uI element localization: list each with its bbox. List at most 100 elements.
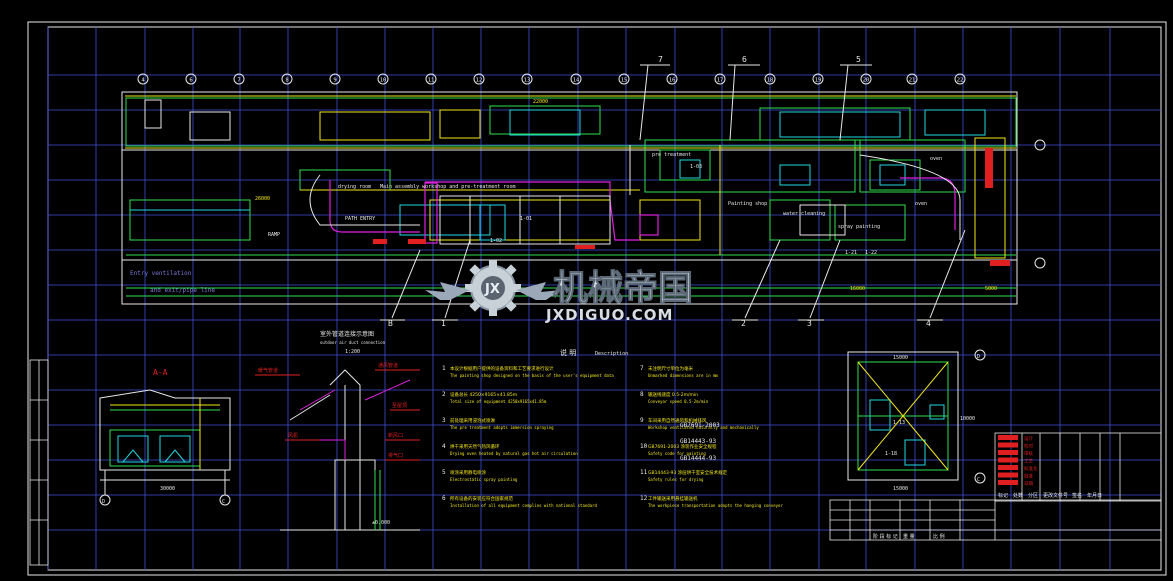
notes-heading: 说 明 <box>560 348 576 357</box>
axis-bubble <box>666 73 678 85</box>
plan-label-oven: oven <box>915 201 927 207</box>
note-text-zh: 设备总长 4250×9165×41.85m <box>450 391 517 398</box>
notes-std-3: GB14444-93 <box>680 455 717 462</box>
callout-2: 2 <box>741 319 746 328</box>
plan-dim-3: 16000 <box>850 286 865 292</box>
axis-bubble-label: 17 <box>717 78 724 84</box>
axis-bubble <box>764 73 776 85</box>
plan-label-ramp: RAMP <box>268 232 280 238</box>
section-a-a: A-A 30000 D C <box>99 368 231 506</box>
detail-label-5: 新风口 <box>388 432 403 439</box>
axis-bubble <box>954 73 966 85</box>
callout-6: 6 <box>742 55 747 64</box>
tb-row-marker <box>998 465 1018 470</box>
right-detail-axis-top: D <box>977 354 980 360</box>
tb-row-marker <box>998 435 1018 440</box>
tb-bottom-3: 比 例 <box>933 533 945 540</box>
tb-row-label: 批准 <box>1024 473 1033 480</box>
tb-bottom-1: 阶 段 标 记 <box>873 533 898 540</box>
tb-footer-3: 分区 <box>1028 492 1038 499</box>
axis-bubble <box>618 73 630 85</box>
svg-text:JX: JX <box>484 282 500 297</box>
note-text-zh: 本设计根据用户提供的设备资料和工艺要求进行设计 <box>450 365 554 372</box>
plan-label-wash-2: 1-02 <box>490 238 502 244</box>
callout-4: 4 <box>926 319 931 328</box>
note-text-en: Safety rules for drying <box>648 477 704 482</box>
right-detail-side-dim: 10000 <box>960 416 975 422</box>
note-number: 8 <box>640 391 644 398</box>
right-detail-axis-bottom: C <box>977 477 980 483</box>
axis-bubble-label: 16 <box>669 78 676 84</box>
watermark-brand: 机械帝国 <box>553 269 693 309</box>
tb-row-marker <box>998 472 1018 478</box>
tb-row-label: 标准化 <box>1024 465 1038 472</box>
plan-label-wash-3: 1-03 <box>690 164 702 170</box>
tb-row-label: 工艺 <box>1024 459 1033 465</box>
axis-bubble <box>137 73 149 85</box>
axis-bubble <box>425 73 437 85</box>
axis-bubble-label: 11 <box>428 78 435 84</box>
note-text-en: Drying oven heated by natural gas hot ai… <box>450 451 578 456</box>
tb-row-marker <box>998 450 1018 455</box>
note-number: 7 <box>640 365 644 372</box>
plan-label-entry: PATH ENTRY <box>345 216 375 222</box>
note-text-en: Total size of equipment 4250x9165x41.85m <box>450 399 547 404</box>
detail-label-1: 暖气管道 <box>258 367 278 374</box>
detail-elevation: ±0.000 <box>372 520 390 526</box>
axis-bubble <box>281 73 293 85</box>
right-detail-top-dim: 15000 <box>893 355 908 361</box>
right-detail-label-1: 1-13 <box>893 420 905 426</box>
tb-bottom-2: 重 量 <box>903 533 915 540</box>
callout-7: 7 <box>658 55 663 64</box>
section-dim: 30000 <box>160 486 175 492</box>
detail-title: 室外管道连接示意图 <box>320 330 374 338</box>
note-number: 6 <box>442 495 446 502</box>
note-number: 10 <box>640 443 648 450</box>
axis-bubble <box>906 73 918 85</box>
note-number: 5 <box>442 469 446 476</box>
detail-label-6: 至屋顶 <box>392 403 407 409</box>
note-text-en: Installation of all equipment complies w… <box>450 503 597 508</box>
note-number: 3 <box>442 417 446 424</box>
tb-row-marker <box>998 442 1018 448</box>
note-text-en: Electrostatic spray painting <box>450 477 518 482</box>
plan-label-painting-shop: Painting shop <box>728 201 767 207</box>
axis-bubble <box>714 73 726 85</box>
note-number: 1 <box>442 365 446 372</box>
note-number: 2 <box>442 391 446 398</box>
plan-label-main-area: Main assembly workshop and pre-treatment… <box>380 184 515 190</box>
axis-bubble <box>812 73 824 85</box>
note-text-zh: GB7691-2003 涂装作业安全规程 <box>648 443 717 450</box>
axis-bubble-label: 12 <box>476 78 483 84</box>
detail-label-2: 通风管道 <box>378 362 398 369</box>
plan-label-booth-2: 1-22 <box>865 250 877 256</box>
axis-bubble <box>377 73 389 85</box>
tb-row-label: 校对 <box>1024 443 1033 450</box>
plan-dim-2: 26000 <box>255 196 270 202</box>
right-detail: 15000 10000 15000 D C 1-13 1-18 <box>847 349 986 492</box>
axis-bubble-label: 4 <box>141 78 145 84</box>
axis-bubble <box>185 73 197 85</box>
axis-bubble <box>329 73 341 85</box>
left-margin-table <box>29 359 49 566</box>
axis-bubble-label: 8 <box>285 78 288 84</box>
note-text-zh: 工件输送采用悬挂输送机 <box>648 495 698 502</box>
note-text-zh: GB14443-93 涂层烘干室安全技术规定 <box>648 469 728 476</box>
axis-bubble <box>521 73 533 85</box>
tb-footer-1: 标记 <box>998 492 1008 499</box>
note-text-en: Unmarked dimensions are in mm <box>648 373 718 378</box>
axis-bubble-label: 6 <box>189 78 192 84</box>
plan-label-water-cleaning: water cleaning <box>783 211 825 217</box>
detail-scale: 1:200 <box>345 349 360 355</box>
note-text-zh: 未注明尺寸单位为毫米 <box>648 365 693 372</box>
callout-3: 3 <box>807 319 812 328</box>
note-text-en: The painting shop designed on the basis … <box>450 373 614 378</box>
axis-bubble-label: 18 <box>767 78 774 84</box>
note-number: 11 <box>640 469 648 476</box>
right-detail-bottom-dim: 15000 <box>893 486 908 492</box>
plan-dim-4: 5000 <box>985 286 997 292</box>
